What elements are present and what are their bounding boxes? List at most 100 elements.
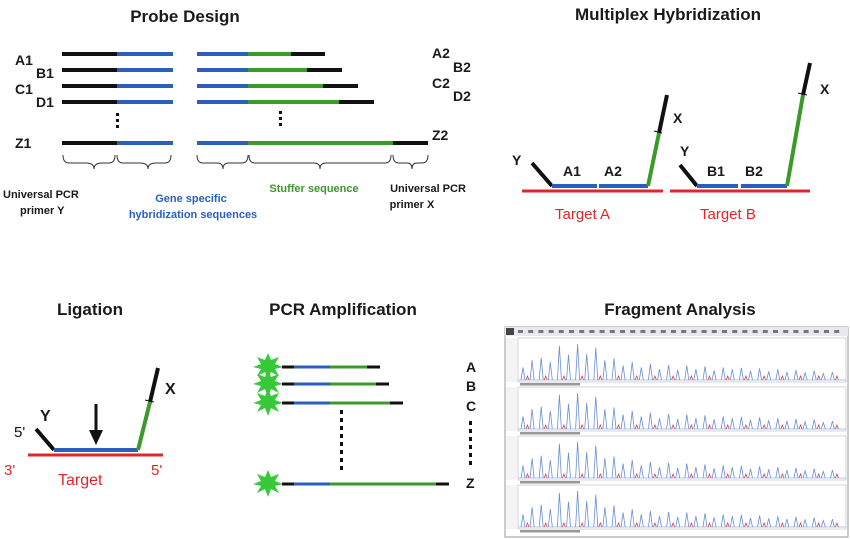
ligation-target-label: Target bbox=[58, 472, 103, 489]
label-a1: A1 bbox=[15, 52, 33, 68]
trace-peak bbox=[529, 360, 535, 381]
pcr-label-a: A bbox=[466, 359, 476, 375]
trace-peak bbox=[684, 365, 690, 381]
ruler-tick bbox=[681, 330, 687, 333]
trace-peak bbox=[748, 517, 753, 528]
segment-braces bbox=[62, 154, 429, 170]
size-standard-peak bbox=[616, 424, 621, 430]
trace-peak bbox=[648, 510, 653, 528]
trace-peak bbox=[611, 358, 617, 381]
ruler-tick bbox=[783, 330, 789, 333]
ruler-tick bbox=[793, 330, 799, 333]
trace-peak bbox=[638, 367, 644, 381]
ruler-tick bbox=[660, 330, 666, 333]
trace-peak bbox=[757, 466, 762, 479]
ruler-tick bbox=[752, 330, 758, 333]
ruler-tick bbox=[518, 330, 523, 333]
size-standard-peak bbox=[707, 424, 712, 430]
multiplex-a1: A1 bbox=[563, 163, 581, 179]
trace-peak bbox=[666, 462, 671, 479]
size-standard-peak bbox=[725, 522, 730, 528]
size-standard-peak bbox=[543, 424, 548, 430]
trace-peak bbox=[648, 363, 653, 381]
ligation-y: Y bbox=[40, 408, 51, 425]
label-b2: B2 bbox=[453, 59, 471, 75]
brace-gene-right bbox=[196, 154, 249, 170]
fragment-title: Fragment Analysis bbox=[604, 300, 755, 319]
pcr-ellipsis bbox=[340, 410, 343, 470]
size-standard-peak bbox=[671, 473, 675, 479]
pcr-label-b: B bbox=[466, 378, 476, 394]
right-probe-ellipsis bbox=[279, 111, 282, 126]
size-standard-peak bbox=[562, 473, 566, 479]
size-standard-peak bbox=[671, 522, 675, 528]
brace-primer-y bbox=[62, 154, 116, 170]
trace-peak bbox=[648, 461, 653, 479]
size-standard-peak bbox=[543, 375, 548, 381]
trace-peak bbox=[547, 361, 553, 381]
size-standard-peak bbox=[725, 375, 730, 381]
trace-peak bbox=[593, 396, 599, 430]
trace-peak bbox=[620, 512, 626, 528]
trace-peak bbox=[566, 501, 571, 528]
trace-peak bbox=[602, 409, 608, 430]
trace-peak bbox=[739, 465, 744, 479]
ligation-primer-x bbox=[148, 367, 160, 403]
trace-peak bbox=[566, 403, 571, 430]
trace-peak bbox=[611, 505, 617, 528]
trace-peak bbox=[520, 514, 526, 528]
ruler-tick bbox=[640, 330, 646, 333]
trace-peak bbox=[611, 407, 617, 430]
brace-stuffer bbox=[248, 154, 392, 170]
size-standard-peak bbox=[816, 522, 821, 528]
ruler-tick bbox=[579, 330, 585, 333]
size-standard-peak bbox=[562, 424, 566, 430]
trace-peak bbox=[820, 470, 826, 479]
trace-peak bbox=[575, 392, 580, 430]
label-d1: D1 bbox=[36, 94, 54, 110]
trace-peak bbox=[620, 414, 626, 430]
size-standard-peak bbox=[634, 473, 639, 479]
size-standard-peak bbox=[798, 375, 803, 381]
pcr-product-c bbox=[253, 389, 403, 416]
ligation-arrow-icon bbox=[89, 404, 103, 445]
ruler-tick bbox=[569, 330, 574, 333]
trace-peak bbox=[720, 416, 726, 430]
trace-peak bbox=[557, 443, 562, 479]
size-standard-peak bbox=[725, 424, 730, 430]
size-standard-peak bbox=[525, 375, 530, 381]
size-standard-peak bbox=[744, 424, 748, 430]
trace-peak bbox=[775, 418, 781, 430]
multiplex-y-b: Y bbox=[680, 143, 690, 159]
trace-peak bbox=[802, 469, 808, 479]
trace-peak bbox=[675, 467, 681, 479]
size-standard-peak bbox=[653, 522, 657, 528]
brace-gene-left bbox=[116, 154, 172, 170]
trace-peak bbox=[529, 458, 535, 479]
trace-peak bbox=[529, 507, 535, 528]
trace-peak bbox=[638, 465, 644, 479]
multiplex-x-b: X bbox=[820, 81, 830, 97]
label-d2: D2 bbox=[453, 88, 471, 104]
fragment-analysis-panel: Fragment Analysis bbox=[504, 300, 849, 538]
trace-peak bbox=[702, 513, 708, 528]
trace-peak bbox=[802, 420, 808, 430]
size-standard-peak bbox=[762, 375, 766, 381]
size-standard-peak bbox=[634, 424, 639, 430]
trace-peak bbox=[766, 469, 772, 479]
trace-peak bbox=[720, 465, 726, 479]
size-standard-peak bbox=[835, 424, 839, 430]
trace-peak bbox=[657, 418, 662, 430]
ruler-tick bbox=[834, 330, 840, 333]
multiplex-a2: A2 bbox=[604, 163, 622, 179]
ligation-five-prime-right: 5' bbox=[151, 462, 162, 479]
trace-peak bbox=[566, 452, 571, 479]
ruler-tick bbox=[589, 330, 595, 333]
ruler-tick bbox=[599, 330, 605, 333]
ruler-tick bbox=[711, 330, 717, 333]
multiplex-x-a: X bbox=[673, 110, 683, 126]
trace-peak bbox=[711, 517, 717, 528]
size-standard-peak bbox=[798, 522, 803, 528]
probe-design-title: Probe Design bbox=[130, 7, 240, 26]
size-standard-peak bbox=[598, 375, 603, 381]
